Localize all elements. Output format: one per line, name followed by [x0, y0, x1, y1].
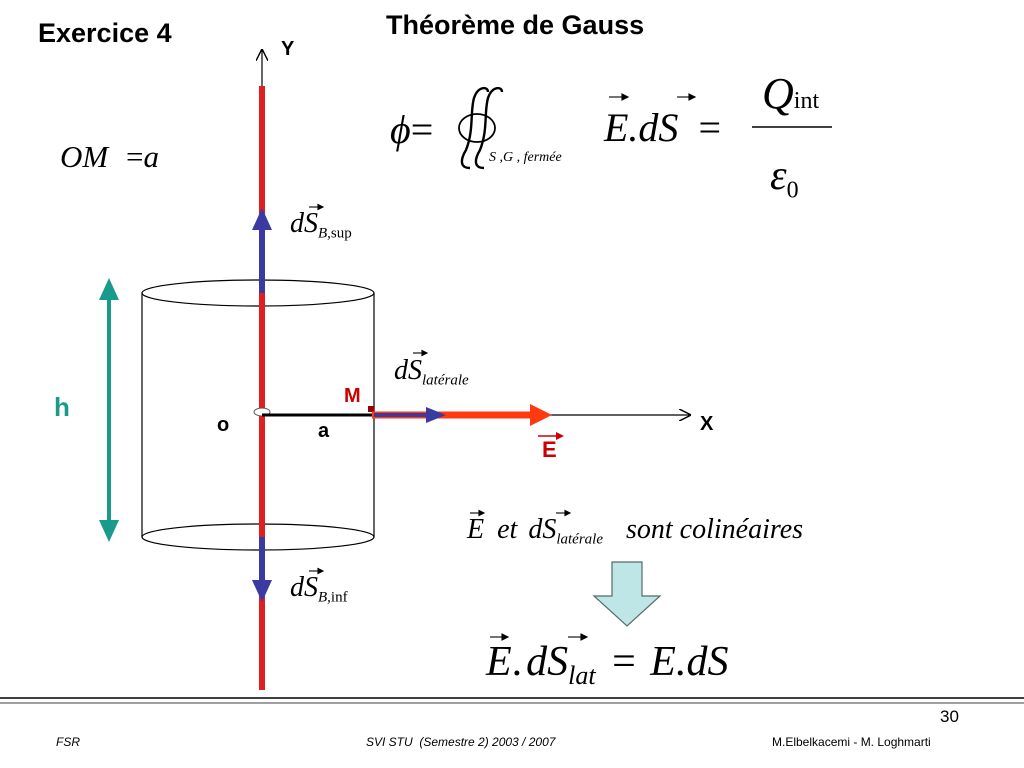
footer-center: SVI STU (Semestre 2) 2003 / 2007	[366, 735, 556, 749]
phi-equals: =	[410, 107, 434, 152]
height-label: h	[54, 392, 70, 422]
Q-symbol: Q	[762, 69, 794, 118]
dS-lateral-dS: dS	[394, 355, 422, 386]
footer-right: M.Elbelkacemi - M. Loghmarti	[772, 735, 931, 749]
point-m-label: M	[344, 385, 361, 407]
phi-symbol: ϕ	[390, 107, 411, 152]
om-equals: =	[125, 139, 144, 174]
gauss-phi: ϕ=	[390, 106, 433, 153]
flux-integrand: E.dS =	[604, 104, 721, 151]
E-field-label: E	[542, 437, 557, 462]
E-dot-dS: E.dS	[604, 105, 679, 150]
bottom-result-equation: E.dSlat = E.dS	[486, 638, 728, 691]
bottom-E: E	[486, 639, 512, 685]
om-equation: OM =a	[60, 139, 159, 175]
colinear-et: et	[497, 514, 518, 545]
colinear-statement: E et dSlatérale sont colinéaires	[467, 514, 803, 548]
height-top-arrowhead	[99, 278, 119, 300]
height-bottom-arrowhead	[99, 520, 119, 542]
charge-numerator: Qint	[762, 68, 819, 119]
footer-left: FSR	[56, 735, 80, 749]
point-m	[368, 406, 374, 412]
page-number: 30	[940, 707, 959, 726]
main-title: Théorème de Gauss	[386, 10, 645, 40]
bottom-dot: .	[511, 639, 523, 685]
Q-subscript: int	[793, 88, 820, 114]
permittivity-denominator: ε0	[770, 152, 799, 204]
x-axis-label: X	[700, 413, 714, 435]
dS-B-inf-subscript: ,inf	[327, 589, 348, 606]
y-axis-label: Y	[281, 38, 295, 60]
dS-B-inf-arrowhead	[252, 580, 272, 602]
dS-B-sup-dS: dS	[290, 208, 318, 239]
bottom-rhs: E.dS	[650, 639, 729, 685]
cylinder	[141, 279, 375, 551]
cylinder-bottom-base	[141, 523, 375, 551]
closed-surface-integral-symbol	[458, 86, 504, 170]
om-lhs: OM	[60, 139, 109, 174]
exercise-title: Exercice 4	[38, 18, 172, 48]
colinear-text: sont colinéaires	[625, 514, 804, 545]
E-vector-arrowhead	[530, 404, 552, 426]
dS-B-sup-arrowhead	[252, 208, 272, 230]
flux-equals: =	[698, 105, 721, 150]
E-label-arrowhead	[556, 432, 564, 440]
cylinder-top-base	[141, 279, 375, 307]
dS-B-sup-subscript-B: B	[318, 225, 328, 242]
surface-subscript: S ,G , fermée	[489, 150, 562, 165]
dS-lateral-label: dSlatérale	[394, 355, 469, 389]
dS-B-inf-label: dSB,inf	[290, 572, 348, 606]
vector-arrow-decorations	[309, 93, 697, 641]
colinear-E: E	[467, 514, 485, 545]
epsilon-subscript: 0	[786, 177, 799, 204]
dS-B-sup-subscript: ,sup	[327, 225, 352, 242]
colinear-dS: dS	[528, 514, 557, 545]
bottom-subscript: lat	[568, 661, 596, 691]
implication-arrow	[592, 561, 662, 627]
dS-lateral-arrowhead	[426, 407, 446, 423]
bottom-dS: dS	[526, 639, 569, 685]
dS-lateral-subscript: latérale	[422, 372, 469, 389]
dS-B-inf-dS: dS	[290, 572, 318, 603]
epsilon-symbol: ε	[770, 153, 787, 199]
om-rhs: a	[143, 139, 159, 174]
distance-a-label: a	[318, 420, 330, 442]
origin-label: o	[217, 414, 230, 436]
bottom-equals: =	[612, 639, 636, 685]
colinear-subscript: latérale	[556, 531, 603, 548]
dS-B-sup-label: dSB,sup	[290, 208, 352, 242]
dS-B-inf-subscript-B: B	[318, 589, 328, 606]
